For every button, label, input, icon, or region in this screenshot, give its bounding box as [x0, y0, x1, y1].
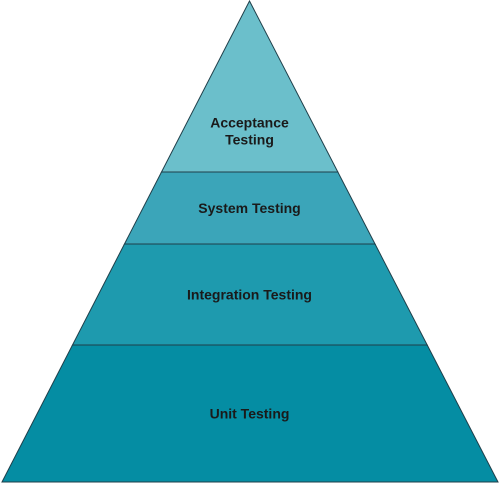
tier-label-line: Testing	[225, 132, 274, 148]
tier-label-line: Acceptance	[210, 115, 289, 131]
tier-unit-testing	[1, 344, 499, 483]
tier-label-integration-testing: Integration Testing	[187, 287, 312, 303]
tier-label-unit-testing: Unit Testing	[210, 406, 290, 422]
tier-label-line: Unit Testing	[210, 406, 290, 422]
tier-label-line: System Testing	[198, 200, 300, 216]
tier-label-system-testing: System Testing	[198, 200, 300, 216]
tier-label-line: Integration Testing	[187, 287, 312, 303]
